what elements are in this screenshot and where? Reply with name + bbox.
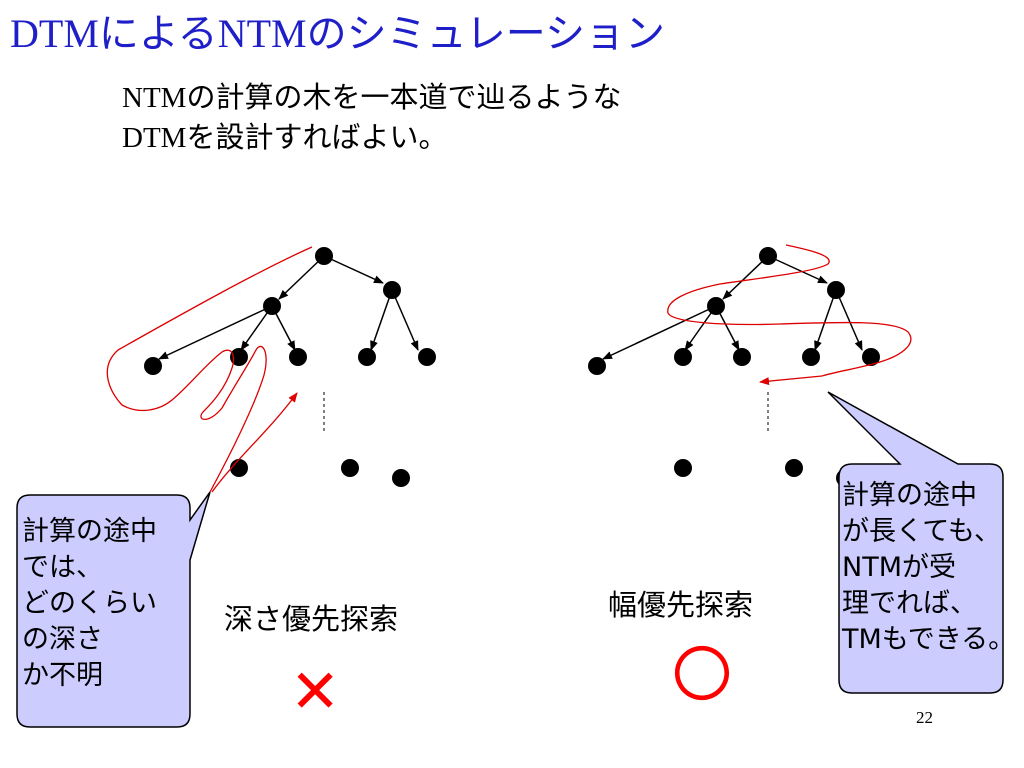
right-callout-text: 計算の途中 が長くても、 NTMが受 理でれば、 TMもできる。: [842, 478, 1015, 658]
breadth-first-trace: [667, 244, 912, 377]
tree-node: [315, 247, 333, 265]
tree-node: [785, 459, 803, 477]
callout-line: TMもできる。: [842, 624, 1016, 655]
tree-node: [289, 348, 307, 366]
slide-subtitle: NTMの計算の木を一本道で辿るような DTMを設計すればよい。: [122, 78, 621, 158]
left-tree: [106, 246, 436, 493]
tree-node: [230, 348, 248, 366]
tree-node: [827, 281, 845, 299]
tree-node: [392, 469, 410, 487]
callout-line: 計算の途中: [842, 480, 977, 511]
tree-node: [674, 459, 692, 477]
callout-line: が長くても、: [842, 516, 1002, 547]
callout-line: 計算の途中: [22, 516, 157, 547]
breadth-first-label: 幅優先探索: [608, 588, 754, 622]
tree-node: [358, 348, 376, 366]
callout-line: か不明: [22, 660, 103, 691]
depth-first-trace: [106, 246, 313, 493]
circle-mark-icon: 〇: [672, 641, 732, 711]
left-callout-bubble: [16, 491, 211, 728]
tree-node: [230, 459, 248, 477]
callout-line: 理でれば、: [842, 588, 977, 619]
callout-line: NTMが受: [842, 552, 956, 583]
tree-node: [418, 348, 436, 366]
tree-node: [263, 297, 281, 315]
tree-node: [802, 348, 820, 366]
right-tree: [588, 244, 912, 487]
tree-node: [759, 247, 777, 265]
tree-node: [144, 357, 162, 375]
slide-title: DTMによるNTMのシミュレーション: [10, 11, 665, 56]
callout-line: では、: [22, 552, 103, 583]
tree-node: [707, 297, 725, 315]
cross-mark-icon: ✕: [290, 657, 341, 727]
page-number: 22: [916, 708, 933, 727]
callout-line: どのくらい: [22, 588, 157, 619]
tree-node: [862, 348, 880, 366]
subtitle-line-1: NTMの計算の木を一本道で辿るような: [122, 82, 622, 114]
left-callout-text: 計算の途中 では、 どのくらい の深さ か不明: [22, 514, 157, 694]
callout-line: の深さ: [22, 624, 103, 655]
tree-node: [733, 348, 751, 366]
tree-node: [341, 459, 359, 477]
tree-node: [674, 348, 692, 366]
subtitle-line-2: DTMを設計すればよい。: [122, 122, 448, 154]
tree-node: [383, 281, 401, 299]
tree-node: [588, 357, 606, 375]
right-callout-bubble: [827, 391, 1004, 694]
depth-first-label: 深さ優先探索: [224, 602, 399, 636]
